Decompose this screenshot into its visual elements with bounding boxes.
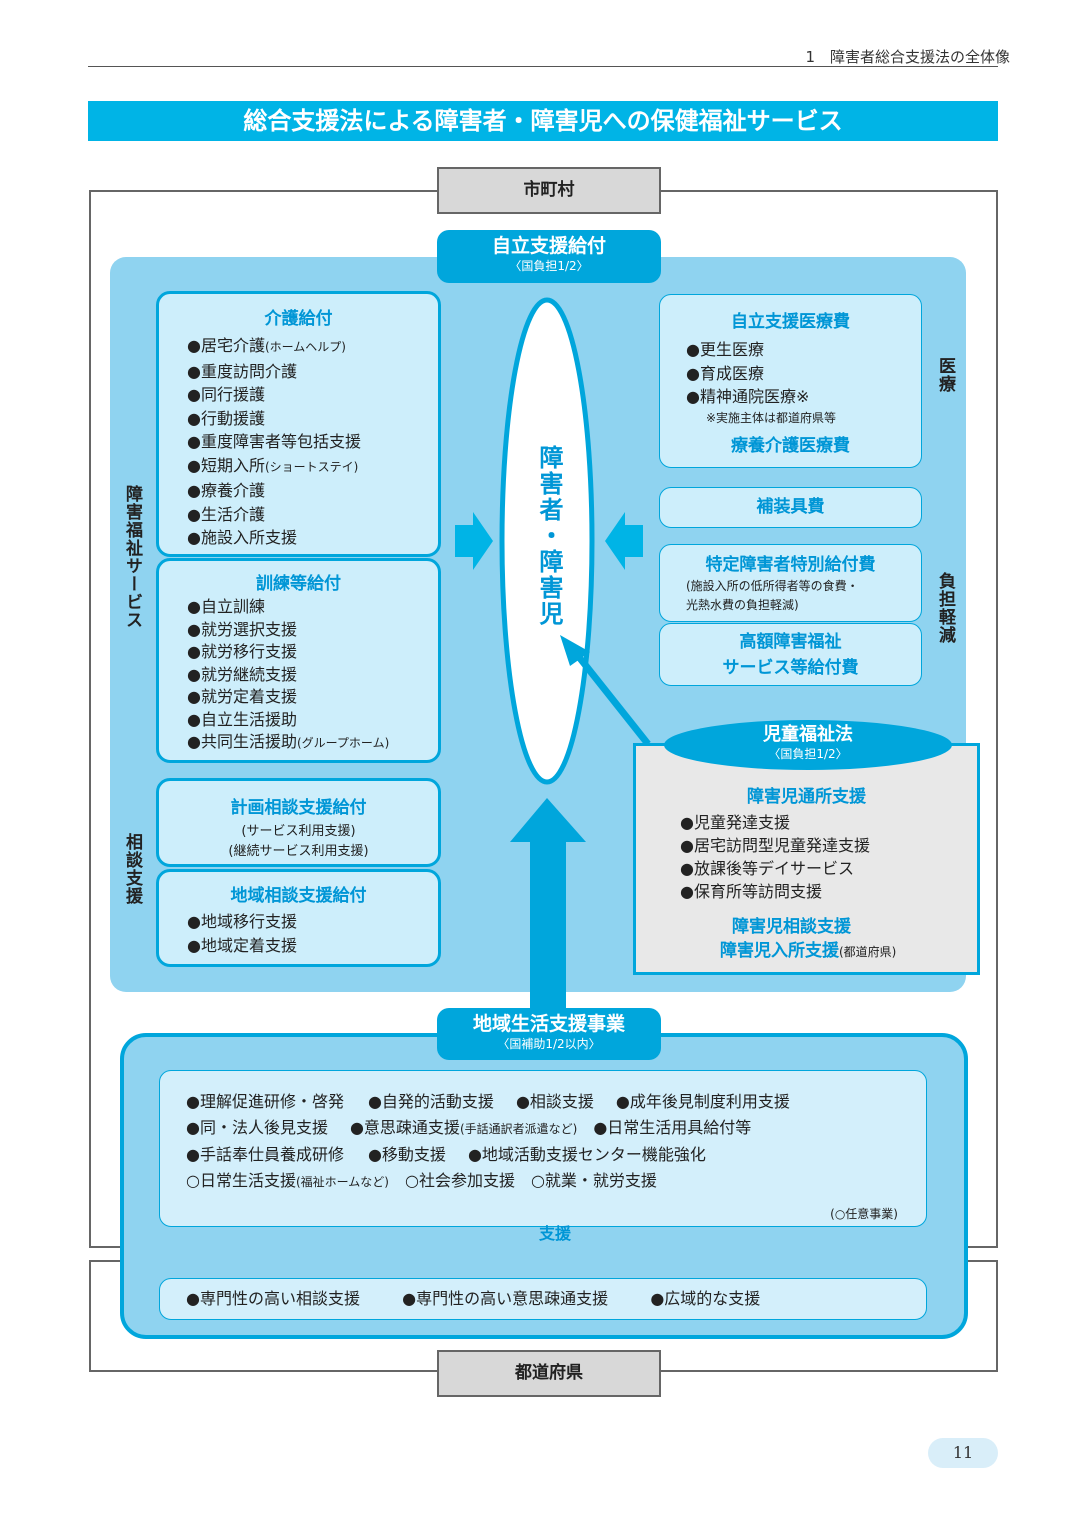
child-residential-note: (都道府県) bbox=[839, 945, 897, 959]
center-label: 障害者・障害児 bbox=[535, 445, 563, 627]
community-row-1: ●理解促進研修・啓発●自発的活動支援●相談支援●成年後見制度利用支援 bbox=[186, 1092, 790, 1111]
right-left-arrow bbox=[605, 512, 643, 570]
list-item: ●自立生活援助 bbox=[187, 709, 297, 729]
list-item: ●就労定着支援 bbox=[187, 687, 297, 706]
item-note: (ショートステイ) bbox=[264, 459, 359, 474]
care-benefit-box: 介護給付 ●居宅介護(ホームヘルプ) ●重度訪問介護 ●同行援護 ●行動援護 ●… bbox=[156, 291, 441, 557]
list-item: ●専門性の高い相談支援 bbox=[186, 1289, 360, 1308]
community-row-3: ●手話奉仕員養成研修●移動支援●地域活動支援センター機能強化 bbox=[186, 1145, 706, 1164]
list-item: ●同行援護 bbox=[187, 385, 265, 404]
community-row-4: ○日常生活支援(福祉ホームなど)○社会参加支援○就業・就労支援 bbox=[186, 1171, 657, 1190]
child-consult-title: 障害児相談支援 bbox=[732, 917, 851, 937]
special-benefit-box: 特定障害者特別給付費 (施設入所の低所得者等の食費・ 光熱水費の負担軽減) bbox=[659, 544, 922, 622]
prosthetic-title: 補装具費 bbox=[756, 497, 825, 517]
high-cost-line1: 高額障害福祉 bbox=[739, 632, 842, 652]
diagonal-arrow-head bbox=[560, 635, 590, 666]
list-item: ●行動援護 bbox=[187, 408, 265, 428]
list-item: ●就労選択支援 bbox=[187, 619, 297, 639]
section-header: 1 障害者総合支援法の全体像 bbox=[805, 48, 1010, 66]
care-medical-title: 療養介護医療費 bbox=[731, 435, 850, 456]
child-welfare-law-pill: 児童福祉法 〈国負担1/2〉 bbox=[664, 720, 952, 770]
list-item: ●重度障害者等包括支援 bbox=[187, 432, 361, 451]
community-row-2: ●同・法人後見支援●意思疎通支援(手話通訳者派遣など)●日常生活用具給付等 bbox=[186, 1118, 752, 1137]
list-item: ●自立訓練 bbox=[187, 597, 265, 616]
medical-label: 医療 bbox=[935, 357, 955, 393]
training-benefit-box: 訓練等給付 ●自立訓練 ●就労選択支援 ●就労移行支援 ●就労継続支援 ●就労定… bbox=[156, 558, 441, 763]
prosthetic-box: 補装具費 bbox=[659, 487, 922, 528]
list-item: ●広域的な支援 bbox=[650, 1289, 761, 1308]
prefecture-items-box: ●専門性の高い相談支援 ●専門性の高い意思疎通支援 ●広域的な支援 bbox=[159, 1278, 927, 1320]
item-note: (グループホーム) bbox=[296, 736, 390, 750]
diagonal-arrow-line bbox=[572, 649, 651, 747]
list-item: ●居宅介護(ホームヘルプ) bbox=[187, 336, 346, 355]
community-consult-box: 地域相談支援給付 ●地域移行支援 ●地域定着支援 bbox=[156, 869, 441, 967]
child-welfare-box: 障害児通所支援 ●児童発達支援 ●居宅訪問型児童発達支援 ●放課後等デイサービス… bbox=[633, 743, 980, 975]
list-item: ●更生医療 bbox=[686, 340, 764, 359]
child-residential-line: 障害児入所支援(都道府県) bbox=[680, 939, 977, 964]
list-item: ●保育所等訪問支援 bbox=[680, 882, 822, 901]
list-item: ●児童発達支援 bbox=[680, 813, 790, 832]
list-item: ●療養介護 bbox=[187, 481, 265, 500]
independence-support-title: 自立支援給付 bbox=[491, 235, 606, 257]
list-item: ●重度訪問介護 bbox=[187, 361, 297, 381]
special-benefit-line1: (施設入所の低所得者等の食費・ bbox=[686, 579, 859, 593]
list-item: ●就労移行支援 bbox=[187, 642, 297, 661]
big-up-arrow bbox=[510, 798, 586, 1010]
child-residential-title: 障害児入所支援 bbox=[720, 941, 839, 961]
support-label: 支援 bbox=[538, 1224, 571, 1243]
community-life-sub: 〈国補助1/2以内〉 bbox=[497, 1037, 601, 1051]
community-life-items-box: ●理解促進研修・啓発●自発的活動支援●相談支援●成年後見制度利用支援 ●同・法人… bbox=[159, 1070, 927, 1227]
left-right-arrow bbox=[455, 512, 493, 570]
consult-support-label: 相談支援 bbox=[122, 833, 142, 905]
welfare-service-label: 障害福祉サービス bbox=[122, 485, 142, 629]
child-welfare-law-title: 児童福祉法 bbox=[763, 724, 853, 745]
page-number: 11 bbox=[928, 1438, 998, 1468]
child-day-support-title: 障害児通所支援 bbox=[747, 787, 866, 807]
list-item: ●居宅訪問型児童発達支援 bbox=[680, 836, 870, 855]
independence-support-pill: 自立支援給付 〈国負担1/2〉 bbox=[437, 230, 661, 283]
high-cost-box: 高額障害福祉 サービス等給付費 bbox=[659, 623, 922, 686]
plan-consult-title: 計画相談支援給付 bbox=[230, 798, 367, 818]
list-item: ●就労継続支援 bbox=[187, 664, 297, 684]
list-item: ●短期入所(ショートステイ) bbox=[187, 455, 359, 475]
training-benefit-title: 訓練等給付 bbox=[256, 574, 341, 594]
plan-consult-line1: (サービス利用支援) bbox=[241, 824, 356, 839]
page-title: 総合支援法による障害者・障害児への保健福祉サービス bbox=[88, 101, 998, 141]
care-benefit-title: 介護給付 bbox=[264, 309, 333, 329]
high-cost-line2: サービス等給付費 bbox=[722, 658, 859, 678]
list-item: ●地域移行支援 bbox=[187, 912, 297, 931]
municipality-label: 市町村 bbox=[437, 167, 661, 214]
prefecture-label: 都道府県 bbox=[437, 1350, 661, 1397]
optional-note: (○任意事業) bbox=[830, 1207, 898, 1221]
list-item: ●共同生活援助(グループホーム) bbox=[187, 732, 390, 751]
list-item: ●放課後等デイサービス bbox=[680, 859, 854, 878]
medical-note: ※実施主体は都道府県等 bbox=[706, 410, 837, 425]
plan-consult-box: 計画相談支援給付 (サービス利用支援) (継続サービス利用支援) bbox=[156, 778, 441, 867]
list-item: ●専門性の高い意思疎通支援 bbox=[402, 1289, 609, 1308]
plan-consult-line2: (継続サービス利用支援) bbox=[228, 844, 369, 859]
special-benefit-title: 特定障害者特別給付費 bbox=[705, 555, 876, 575]
medical-expense-title: 自立支援医療費 bbox=[731, 312, 850, 332]
item-note: (ホームヘルプ) bbox=[264, 340, 346, 354]
independence-support-sub: 〈国負担1/2〉 bbox=[509, 259, 589, 273]
list-item: ●精神通院医療※ bbox=[686, 387, 810, 406]
community-life-pill: 地域生活支援事業 〈国補助1/2以内〉 bbox=[437, 1008, 661, 1060]
list-item: ●地域定着支援 bbox=[187, 935, 297, 955]
community-consult-title: 地域相談支援給付 bbox=[230, 886, 367, 906]
burden-reduction-label: 負担軽減 bbox=[935, 572, 955, 644]
list-item: ●生活介護 bbox=[187, 504, 265, 524]
list-item: ●施設入所支援 bbox=[187, 528, 297, 547]
special-benefit-line2: 光熱水費の負担軽減) bbox=[686, 598, 799, 612]
child-welfare-law-sub: 〈国負担1/2〉 bbox=[768, 747, 848, 761]
community-life-title: 地域生活支援事業 bbox=[472, 1013, 625, 1035]
header-rule bbox=[88, 66, 998, 67]
list-item: ●育成医療 bbox=[686, 363, 764, 383]
medical-expense-box: 自立支援医療費 ●更生医療 ●育成医療 ●精神通院医療※ ※実施主体は都道府県等… bbox=[659, 294, 922, 468]
